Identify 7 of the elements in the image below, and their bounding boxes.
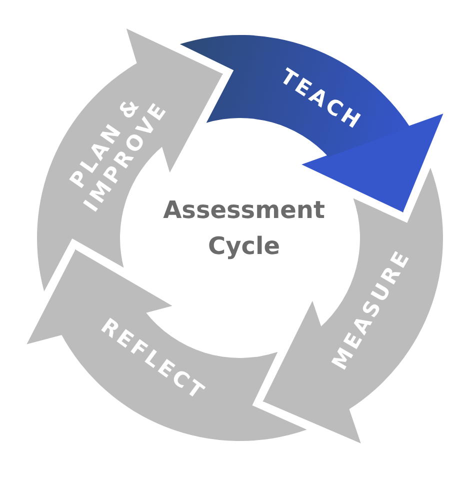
arrowhead (26, 249, 172, 344)
curved-band (60, 311, 307, 441)
arrowhead (262, 300, 361, 444)
arrowhead (302, 114, 444, 213)
arrowhead (126, 28, 224, 173)
curved-band (179, 35, 411, 157)
curved-band (37, 62, 164, 292)
